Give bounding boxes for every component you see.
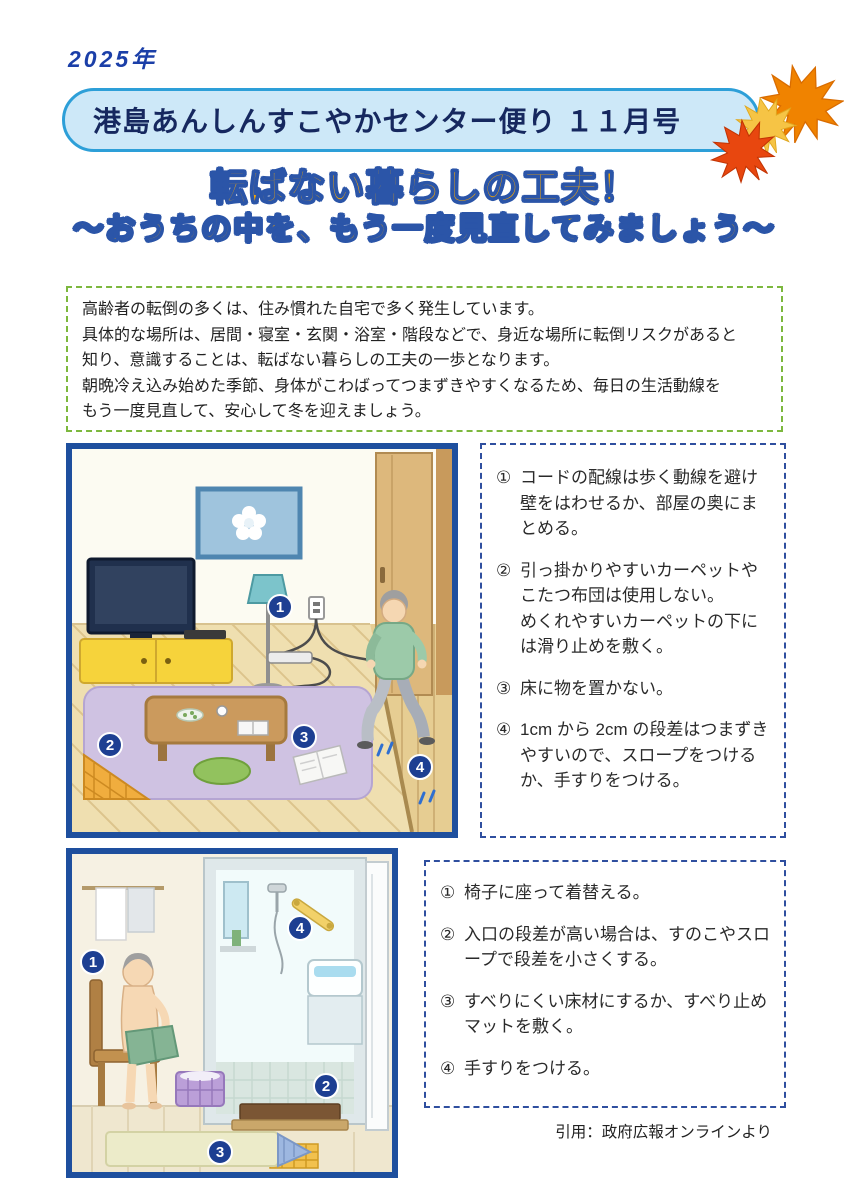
tip-number: ④ bbox=[440, 1058, 456, 1078]
badge-living-1: 1 bbox=[267, 594, 293, 620]
walking-man bbox=[357, 590, 435, 749]
intro-line-2: 具体的な場所は、居間・寝室・玄関・浴室・階段などで、身近な場所に転倒リスクがある… bbox=[82, 326, 738, 344]
tip-text: 入口の段差が高い場合は、すのこやスロープで段差を小さくする。 bbox=[464, 924, 770, 970]
tip-number: ④ bbox=[496, 720, 512, 739]
bath-tips-box: ① 椅子に座って着替える。 ② 入口の段差が高い場合は、すのこやスロープで段差を… bbox=[424, 860, 786, 1108]
svg-text:3: 3 bbox=[300, 729, 308, 746]
living-room-scene: 1 2 3 4 bbox=[72, 449, 452, 833]
tip-text: めくれやすいカーペットの下には滑り止めを敷く。 bbox=[520, 611, 758, 657]
man-dressing bbox=[89, 953, 180, 1110]
grab-bar bbox=[291, 898, 335, 932]
main-title: 転ばない暮らしの工夫！ ～おうちの中を、もう一度見直してみましょう～ bbox=[0, 166, 849, 251]
svg-text:3: 3 bbox=[216, 1144, 224, 1161]
shampoo-bottle bbox=[232, 930, 241, 946]
bathtub bbox=[307, 959, 363, 1045]
living-tip-3: ③ 床に物を置かない。 bbox=[496, 676, 774, 702]
tv bbox=[86, 557, 196, 639]
svg-text:2: 2 bbox=[106, 737, 114, 754]
laundry-basket bbox=[175, 1071, 225, 1107]
badge-living-3: 3 bbox=[291, 724, 317, 750]
intro-line-4: 朝晩冷え込み始めた季節、身体がこわばってつまずきやすくなるため、毎日の生活動線を bbox=[82, 377, 721, 395]
tip-text: 1cm から 2cm の段差はつまずきやすいので、スロープをつけるか、手すりをつ… bbox=[520, 720, 769, 790]
intro-box: 高齢者の転倒の多くは、住み慣れた自宅で多く発生しています。 具体的な場所は、居間… bbox=[66, 286, 783, 432]
recorder bbox=[184, 630, 226, 639]
mirror bbox=[223, 881, 249, 939]
man-head bbox=[381, 598, 407, 624]
intro-line-3: 知り、意識することは、転ばない暮らしの工夫の一歩となります。 bbox=[82, 352, 560, 370]
header-banner: 港島あんしんすこやかセンター便り １１月号 bbox=[62, 88, 760, 152]
man-sweater bbox=[373, 622, 415, 680]
power-cords bbox=[267, 596, 401, 691]
svg-text:4: 4 bbox=[416, 759, 425, 776]
intro-line-5: もう一度見直して、安心して冬を迎えましょう。 bbox=[82, 403, 431, 421]
living-tip-4: ④ 1cm から 2cm の段差はつまずきやすいので、スロープをつけるか、手すり… bbox=[496, 717, 774, 794]
tip-number: ③ bbox=[496, 678, 512, 698]
badge-living-2: 2 bbox=[97, 732, 123, 758]
tip-text: 床に物を置かない。 bbox=[520, 678, 673, 698]
newspaper bbox=[292, 744, 348, 786]
sliding-door bbox=[365, 861, 389, 1131]
tip-text: すべりにくい床材にするか、すべり止めマットを敷く。 bbox=[464, 991, 768, 1037]
tip-number: ① bbox=[496, 468, 512, 487]
badge-bath-4: 4 bbox=[287, 915, 313, 941]
svg-text:4: 4 bbox=[296, 920, 305, 937]
tip-text: コードの配線は歩く動線を避け壁をはわせるか、部屋の奥にまとめる。 bbox=[520, 468, 758, 538]
towel-white bbox=[95, 887, 127, 941]
plate bbox=[176, 708, 204, 722]
svg-text:1: 1 bbox=[276, 599, 284, 616]
wall-picture bbox=[195, 486, 303, 560]
badge-bath-2: 2 bbox=[313, 1073, 339, 1099]
man-front-leg bbox=[361, 675, 392, 742]
teacup bbox=[216, 705, 228, 717]
green-pants bbox=[124, 1024, 180, 1068]
intro-line-1: 高齢者の転倒の多くは、住み慣れた自宅で多く発生しています。 bbox=[82, 301, 544, 318]
bathroom-doorway bbox=[203, 857, 367, 1125]
tip-number: ③ bbox=[440, 991, 456, 1011]
cushion bbox=[193, 757, 251, 785]
tip-number: ① bbox=[440, 883, 456, 902]
tip-number: ② bbox=[440, 924, 456, 944]
rug-flipped-corner bbox=[83, 753, 152, 800]
bathroom-scene: 1 2 3 4 bbox=[72, 854, 392, 1172]
towel-grey bbox=[127, 887, 155, 933]
svg-text:2: 2 bbox=[322, 1078, 330, 1095]
living-tip-1: ① コードの配線は歩く動線を避け壁をはわせるか、部屋の奥にまとめる。 bbox=[496, 465, 774, 542]
badge-bath-3: 3 bbox=[207, 1139, 233, 1165]
chair-back bbox=[89, 979, 103, 1067]
bath-mat bbox=[105, 1131, 313, 1168]
badge-living-4: 4 bbox=[407, 754, 433, 780]
bath-tip-4: ④ 手すりをつける。 bbox=[440, 1056, 774, 1082]
counter bbox=[220, 946, 256, 952]
bath-tip-2: ② 入口の段差が高い場合は、すのこやスロープで段差を小さくする。 bbox=[440, 922, 774, 973]
tip-text: 引っ掛かりやすいカーペットやこたつ布団は使用しない。 bbox=[520, 560, 758, 606]
tip-text: 椅子に座って着替える。 bbox=[464, 883, 650, 902]
alert-marks bbox=[376, 741, 436, 805]
main-title-line2: ～おうちの中を、もう一度見直してみましょう～ bbox=[73, 213, 776, 247]
tv-cabinet bbox=[79, 630, 233, 684]
shower-head bbox=[267, 883, 287, 975]
low-table bbox=[144, 695, 288, 761]
living-room-illustration: 1 2 3 4 bbox=[66, 443, 458, 838]
newsletter-title: 港島あんしんすこやかセンター便り １１月号 bbox=[93, 106, 682, 137]
svg-text:1: 1 bbox=[89, 954, 97, 971]
bathroom-illustration: 1 2 3 4 bbox=[66, 848, 398, 1178]
tip-number: ② bbox=[496, 560, 512, 580]
bath-tip-1: ① 椅子に座って着替える。 bbox=[440, 880, 774, 906]
man-back-leg bbox=[396, 675, 430, 738]
citation: 引用：政府広報オンラインより bbox=[555, 1124, 772, 1141]
man-leg bbox=[145, 1063, 158, 1103]
year-label: 2025年 bbox=[68, 46, 158, 72]
entrance-step bbox=[231, 1103, 349, 1131]
badge-bath-1: 1 bbox=[80, 949, 106, 975]
towel-rack bbox=[82, 886, 164, 941]
tip-text: 手すりをつける。 bbox=[464, 1058, 600, 1078]
power-strip bbox=[267, 651, 313, 664]
living-tips-box: ① コードの配線は歩く動線を避け壁をはわせるか、部屋の奥にまとめる。 ② 引っ掛… bbox=[480, 443, 786, 838]
man-leg bbox=[125, 1063, 137, 1103]
bath-tip-3: ③ すべりにくい床材にするか、すべり止めマットを敷く。 bbox=[440, 989, 774, 1040]
flower-art bbox=[232, 506, 266, 540]
living-tip-2: ② 引っ掛かりやすいカーペットやこたつ布団は使用しない。 めくれやすいカーペット… bbox=[496, 558, 774, 660]
man-hair bbox=[123, 953, 153, 970]
main-title-line1: 転ばない暮らしの工夫！ bbox=[209, 166, 639, 208]
